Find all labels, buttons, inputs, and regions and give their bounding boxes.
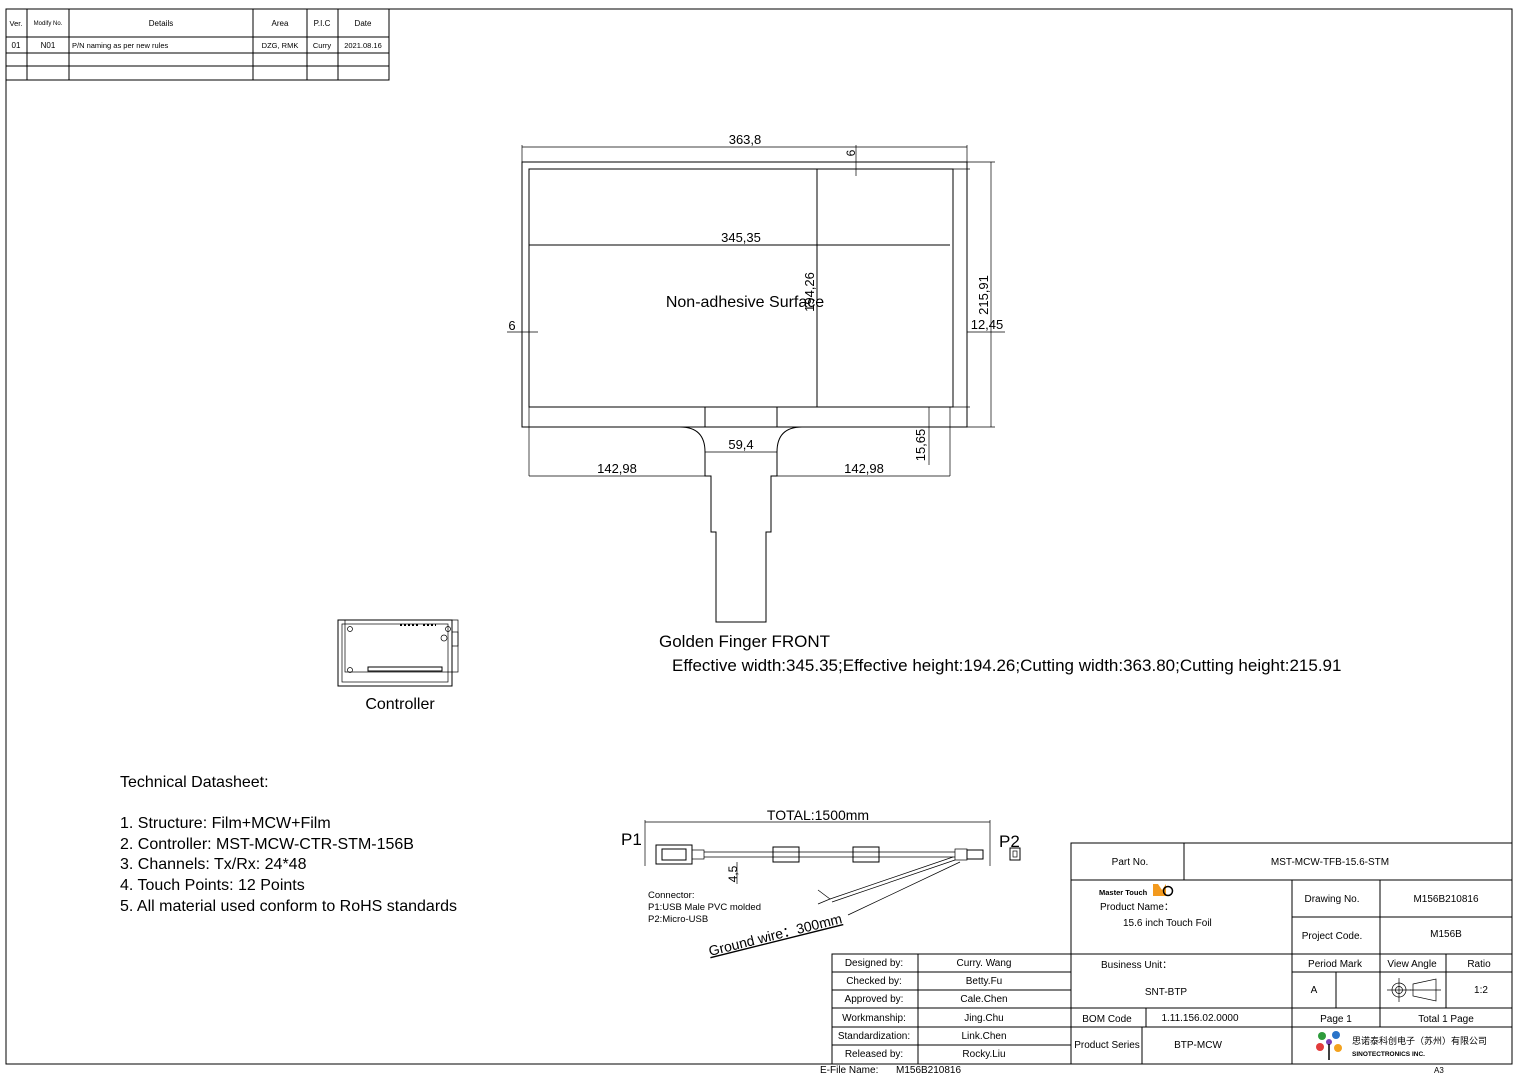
rev-header-area: Area — [272, 19, 289, 28]
ratio: 1:2 — [1474, 985, 1488, 996]
approval-name: Jing.Chu — [964, 1013, 1003, 1024]
cable-drawing — [644, 820, 1021, 916]
panel-drawing: 363,8 6 345,35 194,26 215,91 6 12,45 59,… — [507, 132, 1005, 623]
usb-a-plug — [655, 844, 693, 865]
view-angle-symbol — [1387, 978, 1441, 1002]
business-unit: SNT-BTP — [1145, 987, 1188, 998]
part-no-label: Part No. — [1112, 857, 1149, 868]
dim-active-width: 345,35 — [721, 230, 761, 245]
controller-label: Controller — [365, 696, 435, 713]
approval-name: Link.Chen — [961, 1031, 1006, 1042]
controller-board — [337, 619, 459, 687]
connector-p1: P1:USB Male PVC molded — [648, 902, 761, 913]
dim-tail-left: 142,98 — [597, 461, 637, 476]
drawing-no: M156B210816 — [1413, 894, 1478, 905]
datasheet-item: 1. Structure: Film+MCW+Film — [120, 815, 331, 832]
dim-tail-width: 59,4 — [728, 437, 753, 452]
cutting-outline — [521, 161, 968, 428]
spec-line: Effective width:345.35;Effective height:… — [672, 656, 1341, 675]
cable-p2: P2 — [999, 832, 1020, 851]
approval-role: Designed by: — [845, 958, 903, 969]
cable-height-dim: 4,5 — [726, 865, 740, 882]
approval-role: Standardization: — [838, 1031, 910, 1042]
page-number: Page 1 — [1320, 1014, 1352, 1025]
dim-top-margin: 6 — [844, 149, 858, 156]
approval-role: Released by: — [845, 1049, 903, 1060]
part-no: MST-MCW-TFB-15.6-STM — [1271, 857, 1389, 868]
ferrite-bead — [772, 846, 800, 863]
datasheet-item: 4. Touch Points: 12 Points — [120, 877, 305, 894]
dim-tail-right: 142,98 — [844, 461, 884, 476]
sheet-border — [5, 8, 1513, 1065]
approval-name: Betty.Fu — [966, 976, 1003, 987]
approval-name: Rocky.Liu — [962, 1049, 1005, 1060]
rev-header-modify: Modify No. — [34, 21, 63, 27]
rev-cell-area: DZG, RMK — [262, 41, 299, 50]
bom-code: 1.11.156.02.0000 — [1161, 1013, 1239, 1024]
ground-wire-label: Ground wire：300mm — [707, 910, 844, 959]
approvals-table — [831, 953, 1072, 1065]
title-block — [1070, 842, 1513, 1065]
ratio-label: Ratio — [1467, 959, 1491, 970]
rev-header-ver: Ver. — [10, 19, 23, 28]
approval-role: Checked by: — [846, 976, 902, 987]
rev-cell-pic: Curry — [313, 41, 332, 50]
product-name: 15.6 inch Touch Foil — [1123, 918, 1212, 929]
approval-role: Approved by: — [845, 994, 904, 1005]
company-name-cn: 思诺泰科创电子（苏州）有限公司 — [1352, 1035, 1487, 1046]
period-mark-label: Period Mark — [1308, 959, 1363, 970]
product-series: BTP-MCW — [1174, 1040, 1222, 1051]
period-mark: A — [1311, 985, 1318, 996]
rev-cell-ver: 01 — [12, 41, 21, 50]
dim-left-margin: 6 — [508, 318, 515, 333]
total-pages: Total 1 Page — [1418, 1014, 1474, 1025]
datasheet-item: 3. Channels: Tx/Rx: 24*48 — [120, 856, 307, 873]
drawing-no-label: Drawing No. — [1304, 894, 1359, 905]
master-touch-logo: Master Touch — [1099, 884, 1174, 897]
view-angle-label: View Angle — [1387, 959, 1437, 970]
approval-name: Cale.Chen — [960, 994, 1007, 1005]
product-name-label: Product Name： — [1100, 902, 1174, 913]
dim-total-width: 363,8 — [729, 132, 762, 147]
datasheet-item: 2. Controller: MST-MCW-CTR-STM-156B — [120, 836, 414, 853]
rev-cell-date: 2021.08.16 — [344, 41, 382, 50]
bom-code-label: BOM Code — [1082, 1014, 1132, 1025]
dim-active-height: 194,26 — [802, 272, 817, 312]
rev-cell-details: P/N naming as per new rules — [72, 41, 169, 50]
flex-tail — [529, 426, 950, 623]
logo-text: Master Touch — [1099, 888, 1148, 897]
project-code: M156B — [1430, 929, 1462, 940]
sheet-size: A3 — [1434, 1066, 1444, 1074]
efile-label: E-File Name: — [820, 1065, 878, 1074]
dim-total-height: 215,91 — [976, 275, 991, 315]
cable-total: TOTAL:1500mm — [767, 807, 869, 823]
connector-p2: P2:Micro-USB — [648, 914, 708, 925]
sinotec-logo — [1316, 1031, 1342, 1060]
project-code-label: Project Code. — [1302, 931, 1363, 942]
revision-table: Ver. Modify No. Details Area P.I.C Date … — [5, 8, 390, 81]
connector-title: Connector: — [648, 890, 694, 901]
rev-cell-modify: N01 — [41, 41, 56, 50]
rev-header-date: Date — [355, 19, 372, 28]
rev-header-details: Details — [149, 19, 173, 28]
rev-header-pic: P.I.C — [314, 19, 331, 28]
dim-right-margin: 12,45 — [971, 317, 1004, 332]
cable-p1: P1 — [621, 830, 642, 849]
efile-name: M156B210816 — [896, 1065, 961, 1074]
dim-bottom-band: 15,65 — [913, 429, 928, 462]
business-unit-label: Business Unit： — [1101, 960, 1172, 971]
approval-role: Workmanship: — [842, 1013, 906, 1024]
datasheet-title: Technical Datasheet: — [120, 774, 269, 791]
datasheet-item: 5. All material used conform to RoHS sta… — [120, 898, 457, 915]
ferrite-bead — [852, 846, 880, 863]
approval-name: Curry. Wang — [956, 958, 1011, 969]
micro-usb-plug — [966, 849, 984, 860]
product-series-label: Product Series — [1074, 1040, 1140, 1051]
active-area — [528, 168, 954, 408]
surface-label: Non-adhesive Surface — [666, 294, 824, 311]
company-name-en: SINOTECTRONICS INC. — [1352, 1051, 1425, 1058]
tail-label: Golden Finger FRONT — [659, 632, 830, 651]
